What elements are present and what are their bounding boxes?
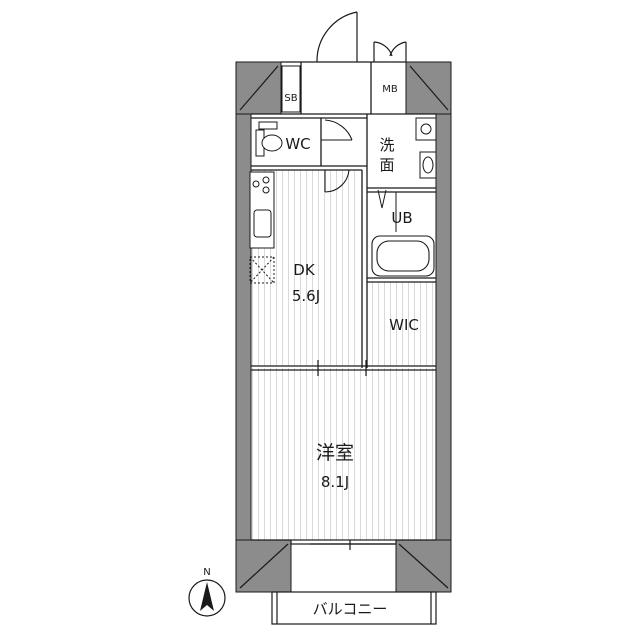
north-arrow-icon: N bbox=[188, 567, 226, 617]
north-label: N bbox=[203, 567, 210, 578]
washbasin-icon bbox=[419, 151, 437, 179]
western-room-floor bbox=[250, 368, 436, 540]
ub-label: UB bbox=[391, 209, 412, 227]
west-wall bbox=[235, 61, 252, 593]
washroom-door bbox=[377, 189, 387, 209]
sliding-door bbox=[317, 360, 367, 376]
balcony bbox=[271, 539, 437, 625]
entrance-door bbox=[316, 11, 358, 63]
bathtub-icon bbox=[371, 235, 435, 277]
balcony-label: バルコニー bbox=[313, 600, 388, 618]
kitchen-counter bbox=[249, 171, 275, 249]
wic-label: WIC bbox=[389, 316, 419, 334]
western-room-size: 8.1J bbox=[321, 473, 349, 491]
dk-size: 5.6J bbox=[292, 287, 320, 305]
washing-machine-space bbox=[415, 117, 437, 141]
western-room-label: 洋室 bbox=[316, 442, 354, 464]
washroom-label-line2: 面 bbox=[379, 156, 394, 174]
wc-label: WC bbox=[285, 135, 310, 153]
interior-walls bbox=[251, 61, 436, 541]
wic-floor bbox=[367, 282, 436, 366]
refrigerator-space bbox=[249, 256, 275, 284]
sb-label: SB bbox=[284, 93, 297, 104]
dk-door bbox=[324, 169, 350, 193]
mb-label: MB bbox=[382, 84, 398, 95]
toilet-icon bbox=[255, 121, 283, 157]
dk-label: DK bbox=[293, 261, 316, 279]
wc-door bbox=[321, 119, 353, 141]
mb-closet-doors bbox=[373, 41, 407, 62]
shoe-box bbox=[281, 65, 301, 113]
column-hatch bbox=[239, 65, 449, 589]
east-wall bbox=[435, 61, 452, 593]
washroom-label-line1: 洗 bbox=[379, 136, 394, 154]
